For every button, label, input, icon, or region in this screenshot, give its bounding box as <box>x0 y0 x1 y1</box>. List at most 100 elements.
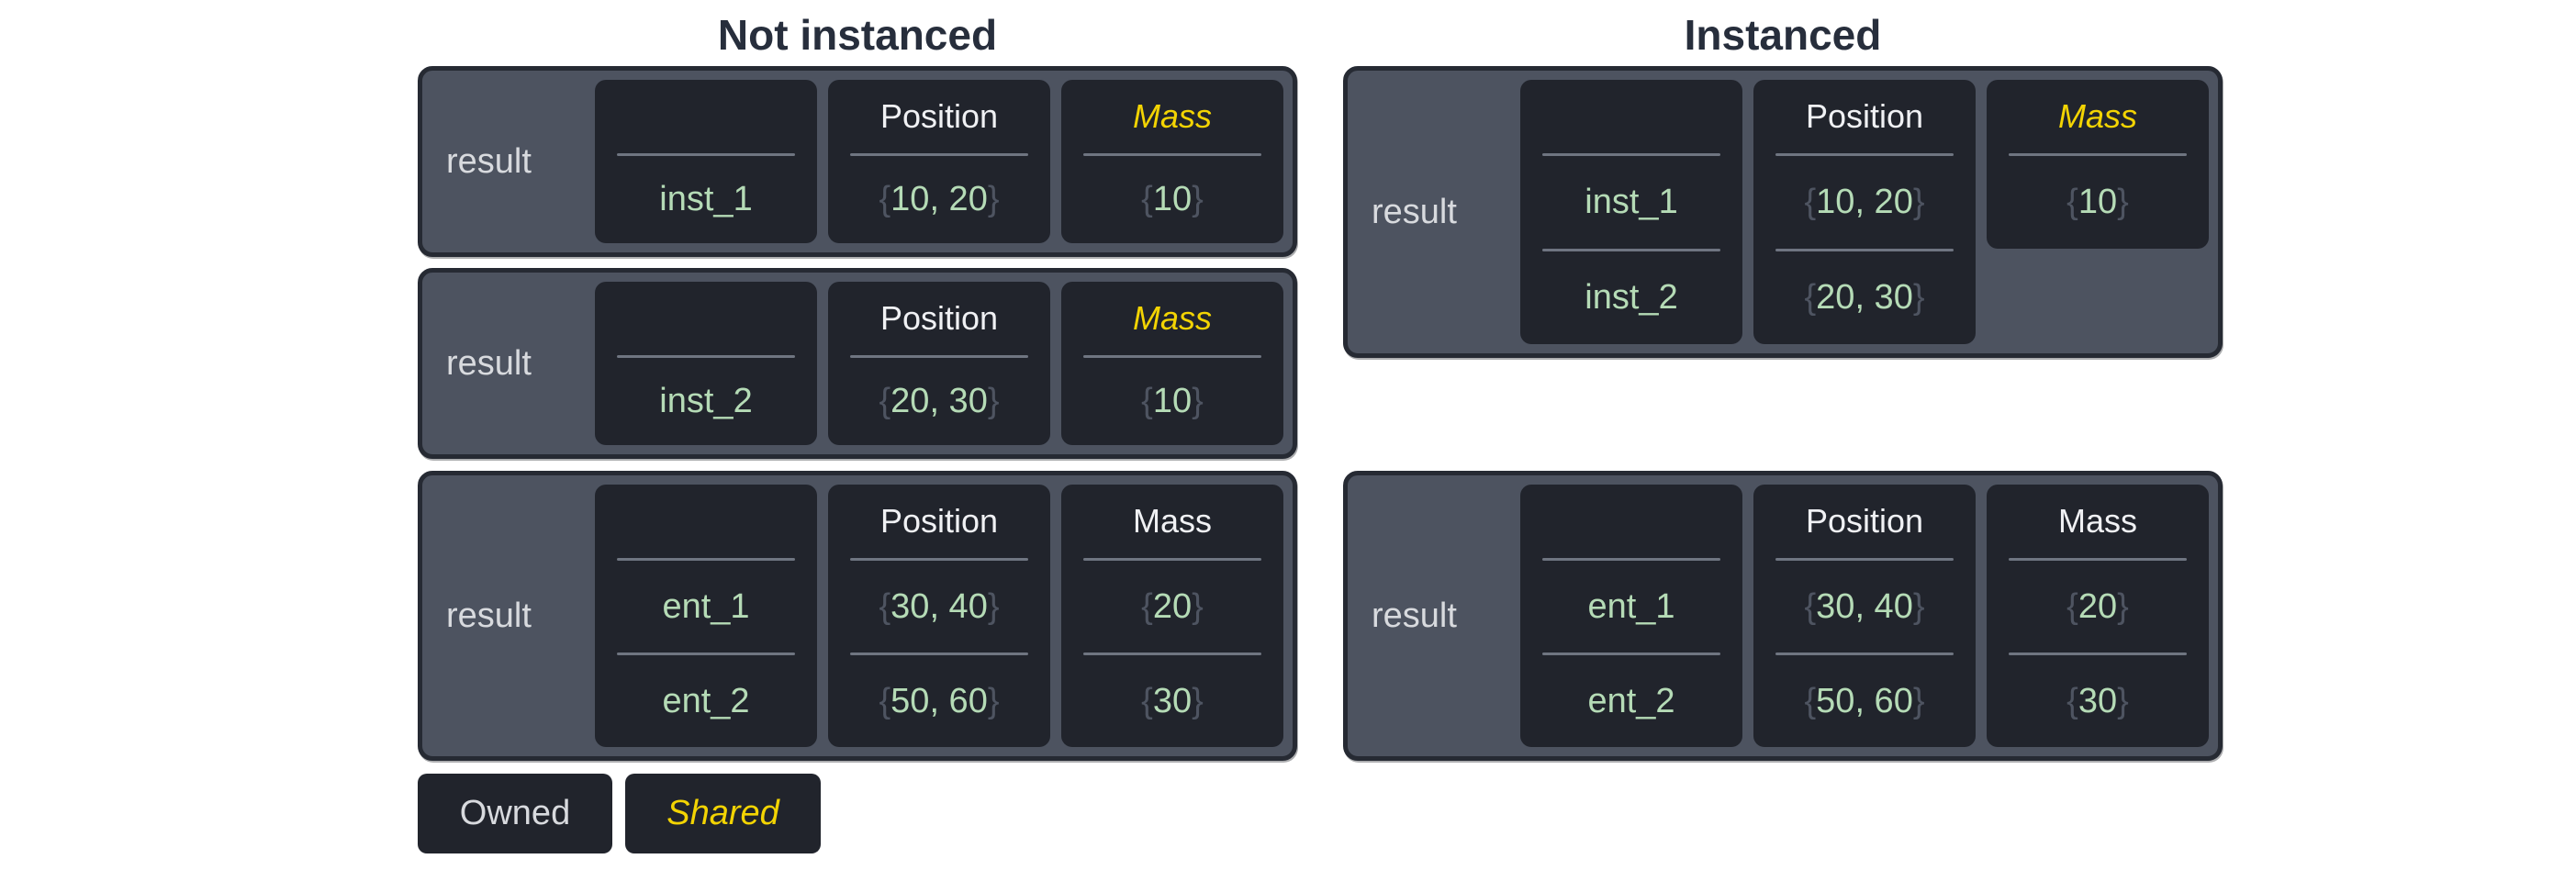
separator-line <box>1775 558 1954 561</box>
close-brace: } <box>2117 586 2129 626</box>
cell-mass-value: {10} <box>1987 156 2209 249</box>
open-brace: { <box>1804 278 1817 317</box>
cell-mass: Mass {20}{30} <box>1061 485 1283 747</box>
cells-container: ent_1 ent_2 Position {30, 40} {50, 60} Mass {2… <box>1520 485 2209 747</box>
cell-position: Position {30, 40} {50, 60} <box>1753 485 1976 747</box>
column-title-not-instanced: Not instanced <box>717 11 998 59</box>
cell-mass-value: {20} <box>1987 561 2209 652</box>
legend-owned-chip: Owned <box>418 774 612 853</box>
open-brace: { <box>879 180 891 218</box>
cell-mass-value: {20} <box>1061 561 1283 652</box>
cell-position-value: {20, 30} <box>828 358 1050 445</box>
separator-line <box>1775 249 1954 251</box>
result-label: result <box>1372 192 1457 231</box>
component-value: 30 <box>1152 681 1193 720</box>
result-label: result <box>446 141 532 181</box>
cell-position-header: Position <box>1805 97 1924 135</box>
close-brace: } <box>987 382 1000 420</box>
result-box-not-instanced-2: result inst_2 Position {20, 30} Mass {10} <box>418 268 1297 459</box>
cell-entity: inst_1 <box>595 80 817 243</box>
cell-mass-value: {10} <box>1061 156 1283 243</box>
cell-entity-value: ent_1 <box>1587 586 1675 626</box>
open-brace: { <box>2066 681 2078 720</box>
open-brace: { <box>2066 183 2078 221</box>
separator-line <box>1542 249 1720 251</box>
separator-line <box>1083 355 1261 358</box>
close-brace: } <box>1912 278 1925 317</box>
cell-entity-header <box>595 282 817 355</box>
close-brace: } <box>1912 681 1925 720</box>
separator-line <box>1542 153 1720 156</box>
cell-entity-header <box>595 80 817 153</box>
cell-position-header: Position <box>879 299 999 337</box>
cell-entity-value: inst_1 <box>1585 183 1678 221</box>
component-value: 50, 60 <box>1816 681 1913 720</box>
result-box-not-instanced-1: result inst_1 Position{10, 20} Mass {10} <box>418 66 1297 257</box>
close-brace: } <box>1192 681 1204 720</box>
component-value: 30, 40 <box>1816 586 1913 626</box>
component-value: 10, 20 <box>890 180 988 218</box>
component-value: 20, 30 <box>1816 278 1913 317</box>
cell-position: Position{10, 20} <box>828 80 1050 243</box>
cell-mass-header: Mass <box>2057 502 2137 540</box>
component-value: 20, 30 <box>890 382 988 420</box>
cells-container: inst_1 Position{10, 20} Mass {10} <box>595 80 1283 243</box>
component-value: 10 <box>2078 183 2118 221</box>
cell-entity: inst_2 <box>595 282 817 445</box>
result-label: result <box>446 343 532 383</box>
component-value: 20 <box>1152 586 1193 626</box>
close-brace: } <box>1912 183 1925 221</box>
cell-entity-value: inst_1 <box>659 180 753 218</box>
column-title-instanced: Instanced <box>1684 11 1882 59</box>
close-brace: } <box>2117 681 2129 720</box>
cell-mass: Mass{10} <box>1061 282 1283 445</box>
cell-mass-header: Mass <box>1132 502 1212 540</box>
close-brace: } <box>987 586 1000 626</box>
close-brace: } <box>1192 180 1204 218</box>
cell-mass-value: {30} <box>1061 655 1283 747</box>
separator-line <box>617 558 795 561</box>
open-brace: { <box>879 586 891 626</box>
component-value: 30 <box>2078 681 2118 720</box>
cell-mass: Mass{10} <box>1987 80 2209 249</box>
cell-mass-header: Mass <box>1132 97 1212 135</box>
separator-line <box>1083 652 1261 655</box>
cell-position: Position {20, 30} <box>828 282 1050 445</box>
cell-entity-header <box>1520 485 1742 558</box>
legend-shared-label: Shared <box>666 794 779 832</box>
open-brace: { <box>2066 586 2078 626</box>
cell-position: Position{30, 40}{50, 60} <box>828 485 1050 747</box>
open-brace: { <box>1804 183 1817 221</box>
cell-position-value: {50, 60} <box>828 655 1050 747</box>
separator-line <box>1083 153 1261 156</box>
cell-mass-value: {30} <box>1987 655 2209 747</box>
cell-entity-value: inst_2 <box>659 382 753 420</box>
component-value: 10 <box>1152 382 1193 420</box>
legend-shared-chip: Shared <box>625 774 821 853</box>
cell-position-header: Position <box>879 502 999 540</box>
open-brace: { <box>879 681 891 720</box>
separator-line <box>1542 652 1720 655</box>
result-label: result <box>446 596 532 635</box>
cell-entity-value: ent_2 <box>1587 681 1675 720</box>
component-value: 10 <box>1152 180 1193 218</box>
separator-line <box>617 652 795 655</box>
separator-line <box>850 558 1028 561</box>
cell-position-header: Position <box>1805 502 1924 540</box>
close-brace: } <box>987 180 1000 218</box>
cell-position-value: {30, 40} <box>1753 561 1976 652</box>
cell-entity-value: ent_2 <box>662 681 750 720</box>
separator-line <box>1542 558 1720 561</box>
cell-mass-header: Mass <box>1132 299 1212 337</box>
open-brace: { <box>1141 382 1153 420</box>
separator-line <box>617 355 795 358</box>
cell-position: Position{10, 20}{20, 30} <box>1753 80 1976 344</box>
open-brace: { <box>1804 681 1817 720</box>
open-brace: { <box>1141 586 1153 626</box>
